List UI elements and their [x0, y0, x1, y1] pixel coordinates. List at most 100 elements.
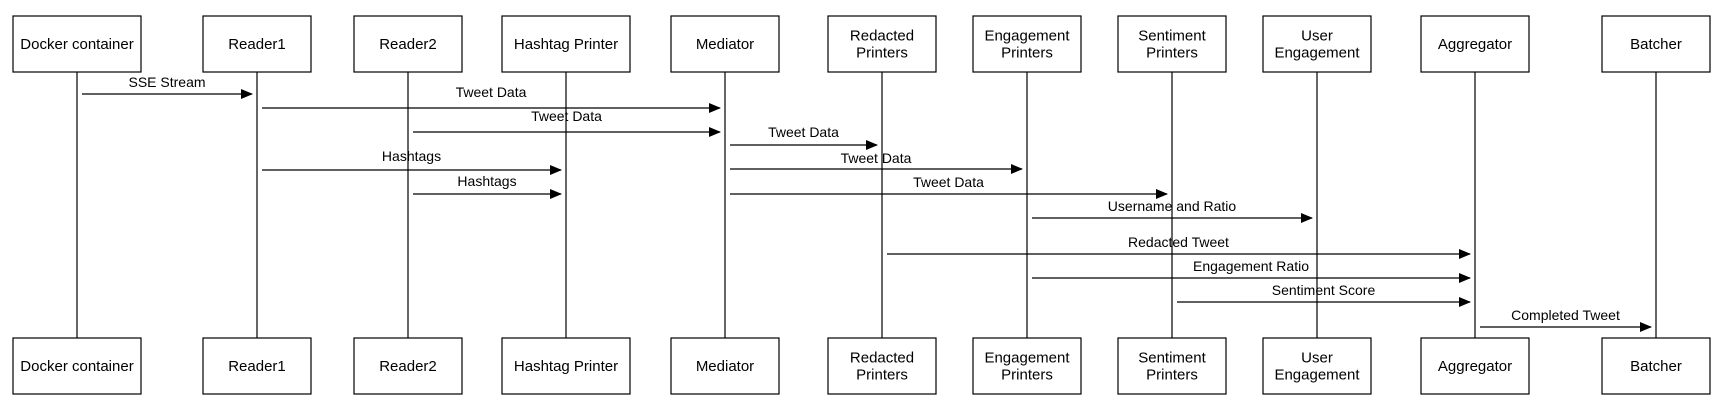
participant-box [12, 15, 142, 73]
message-label: Tweet Data [456, 84, 527, 100]
participant-reader1-top: Reader1 [202, 15, 312, 73]
participant-label: Engagement [1274, 367, 1360, 384]
participant-label: Printers [856, 45, 908, 62]
participant-box [1117, 15, 1227, 73]
participant-label: Mediator [696, 36, 754, 53]
participant-box [1601, 337, 1711, 395]
message-label: Tweet Data [531, 108, 602, 124]
message-label: Tweet Data [768, 124, 839, 140]
participant-box [501, 15, 631, 73]
participant-reader1-bottom: Reader1 [202, 337, 312, 395]
message-redacted-to-aggregator: Redacted Tweet [887, 234, 1471, 259]
participant-hashtag-top: Hashtag Printer [501, 15, 631, 73]
message-reader1-to-mediator: Tweet Data [262, 84, 721, 113]
message-label: Username and Ratio [1108, 198, 1237, 214]
message-label: Engagement Ratio [1193, 258, 1309, 274]
message-mediator-to-engagement: Tweet Data [730, 150, 1023, 174]
message-reader1-to-hashtag: Hashtags [262, 148, 562, 175]
participant-label: Reader1 [228, 358, 286, 375]
participant-label: Printers [1146, 367, 1198, 384]
participant-batcher-top: Batcher [1601, 15, 1711, 73]
message-mediator-to-sentiment: Tweet Data [730, 174, 1168, 199]
participant-label: Aggregator [1438, 358, 1512, 375]
participant-label: Engagement [984, 28, 1070, 45]
participant-box [972, 337, 1082, 395]
participant-label: Hashtag Printer [514, 36, 618, 53]
participants-bottom: Docker container Reader1 Reader2 Hashtag Pr… [12, 337, 1711, 395]
participant-box [1262, 337, 1372, 395]
participant-label: Mediator [696, 358, 754, 375]
participant-reader2-top: Reader2 [353, 15, 463, 73]
message-label: Redacted Tweet [1128, 234, 1229, 250]
participant-batcher-bottom: Batcher [1601, 337, 1711, 395]
participant-label: Redacted [850, 350, 914, 367]
participant-box [827, 15, 937, 73]
participant-hashtag-bottom: Hashtag Printer [501, 337, 631, 395]
participant-docker-top: Docker container [12, 15, 142, 73]
participant-label: Reader2 [379, 36, 437, 53]
participant-reader2-bottom: Reader2 [353, 337, 463, 395]
participant-box [1601, 15, 1711, 73]
participant-box [1262, 15, 1372, 73]
message-label: Tweet Data [913, 174, 984, 190]
message-sentiment-to-aggregator: Sentiment Score [1177, 282, 1471, 307]
participant-label: User [1301, 350, 1333, 367]
participant-box [972, 15, 1082, 73]
participant-docker-bottom: Docker container [12, 337, 142, 395]
participant-label: Engagement [984, 350, 1070, 367]
participant-box [353, 15, 463, 73]
participant-label: Sentiment [1138, 28, 1206, 45]
message-aggregator-to-batcher: Completed Tweet [1480, 307, 1652, 332]
participant-box [353, 337, 463, 395]
participant-label: Hashtag Printer [514, 358, 618, 375]
participant-label: Docker container [20, 358, 133, 375]
message-reader2-to-mediator: Tweet Data [413, 108, 721, 137]
participant-label: Aggregator [1438, 36, 1512, 53]
participant-box [202, 337, 312, 395]
participant-label: Printers [856, 367, 908, 384]
participant-mediator-top: Mediator [670, 15, 780, 73]
message-label: Sentiment Score [1272, 282, 1376, 298]
participant-aggregator-bottom: Aggregator [1420, 337, 1530, 395]
participant-label: Printers [1001, 367, 1053, 384]
participant-aggregator-top: Aggregator [1420, 15, 1530, 73]
message-label: Completed Tweet [1511, 307, 1620, 323]
participant-label: Docker container [20, 36, 133, 53]
participant-box [670, 15, 780, 73]
participant-label: Redacted [850, 28, 914, 45]
participant-label: Printers [1001, 45, 1053, 62]
message-engagement-to-aggregator: Engagement Ratio [1032, 258, 1471, 283]
message-mediator-to-redacted: Tweet Data [730, 124, 878, 150]
message-engagement-to-user: Username and Ratio [1032, 198, 1313, 223]
participant-label: Batcher [1630, 358, 1682, 375]
participant-box [1117, 337, 1227, 395]
participant-label: Reader1 [228, 36, 286, 53]
participant-label: Engagement [1274, 45, 1360, 62]
participant-box [670, 337, 780, 395]
message-docker-to-reader1: SSE Stream [82, 74, 253, 99]
participant-label: User [1301, 28, 1333, 45]
message-reader2-to-hashtag: Hashtags [413, 173, 562, 199]
participant-label: Printers [1146, 45, 1198, 62]
participant-label: Reader2 [379, 358, 437, 375]
participant-label: Batcher [1630, 36, 1682, 53]
participant-box [12, 337, 142, 395]
participant-box [827, 337, 937, 395]
message-label: SSE Stream [128, 74, 205, 90]
participant-mediator-bottom: Mediator [670, 337, 780, 395]
participant-box [1420, 337, 1530, 395]
participant-box [202, 15, 312, 73]
lifelines [76, 72, 1657, 338]
message-label: Hashtags [382, 148, 441, 164]
message-label: Hashtags [457, 173, 516, 189]
